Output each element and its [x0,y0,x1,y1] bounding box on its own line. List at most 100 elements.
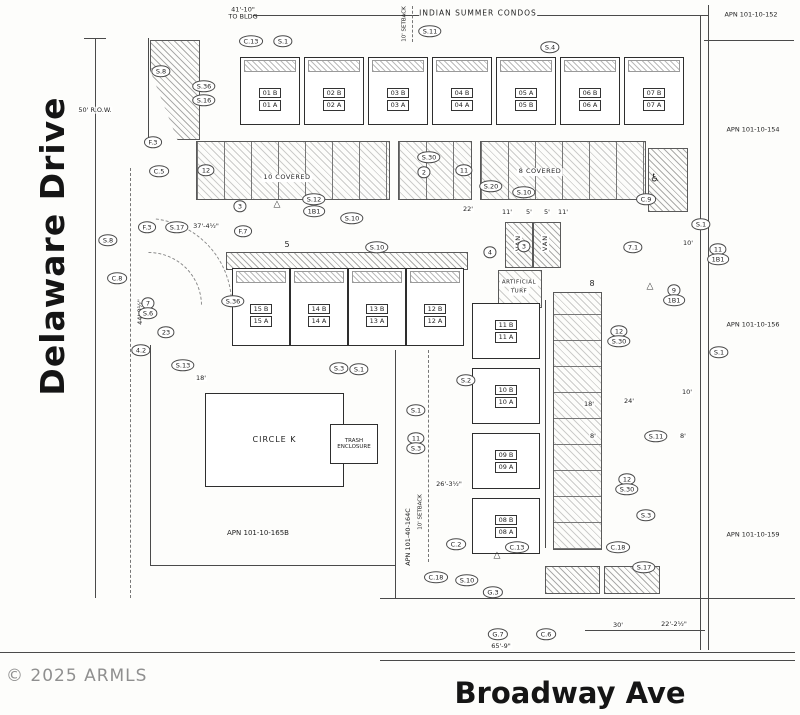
unit-patio [410,271,460,283]
unit-label: 13 B [365,303,389,314]
unit-label: 06 A [578,100,602,111]
property-line [708,5,709,650]
dimension-text: 8' [679,431,687,440]
keynote-callout: C.13 [239,35,263,47]
keynote-callout: S.10 [365,241,389,253]
keynote-callout: 12 [197,164,215,176]
unit-label: 04 B [450,87,474,98]
unit-label: 03 B [386,87,410,98]
dimension-text: 30' [611,620,625,629]
unit-patio [294,271,344,283]
unit-building-07: 07 B 07 A [624,57,684,125]
dimension-text: 50' R.O.W. [77,105,113,114]
keynote-callout: C.18 [606,541,630,553]
property-line [148,38,149,143]
dimension-text: 5' [543,207,551,216]
keynote-callout: S.2 [456,374,476,386]
sidewalk-line [380,598,795,599]
apn-label: APN 101-40-164C [403,508,412,566]
dimension-text: 11' [556,207,570,216]
street-line [84,38,106,39]
keynote-callout: S.10 [455,574,479,586]
keynote-callout: S.3 [329,362,349,374]
keynote-callout: C.6 [536,628,556,640]
dimension-text: 18' [194,373,208,382]
dimension-text: 10' [681,238,695,247]
unit-label: 01 B [258,87,282,98]
dimension-text: 18' [582,399,596,408]
unit-label: 14 A [307,316,331,327]
keynote-callout: 7.1 [623,241,643,253]
unit-label: 15 A [249,316,273,327]
unit-label: 08 B [494,514,518,525]
warning-triangle-icon: △ [493,550,501,561]
warning-triangle-icon: △ [646,281,654,292]
artificial-turf-label: ARTIFICIAL [499,279,539,287]
circle-k-label: CIRCLE K [252,435,297,445]
building-line [545,300,546,548]
unit-label: 05 B [514,100,538,111]
apn-label: APN 101-10-159 [726,530,780,539]
unit-patio [628,60,680,72]
dimension-text: 22'-2½" [660,619,688,628]
keynote-callout: S.16 [192,94,216,106]
keynote-callout: 11 [455,164,473,176]
street-name-broadway: Broadway Ave [454,676,686,710]
space-count: 8 [589,279,595,288]
unit-label: 07 B [642,87,666,98]
apn-label: APN 101-10-154 [726,125,780,134]
keynote-callout: 3 [517,240,531,252]
keynote-callout: S.36 [221,295,245,307]
setback-line [412,6,413,42]
keynote-callout: F.3 [138,221,156,233]
setback-label: 10' SETBACK [401,6,408,42]
dimension-text: 8' [589,431,597,440]
parcel-tick-line [704,40,794,41]
keynote-callout: F.3 [144,136,162,148]
keynote-callout: C.2 [446,538,466,550]
to-bldg-dimension: 41'-10"TO BLDG [228,5,258,21]
dimension-text: 37'-4½" [192,221,220,230]
unit-label: 11 A [494,332,518,343]
dimension-line [585,630,705,631]
property-line [150,565,395,566]
unit-label: 02 A [322,100,346,111]
covered-parking-stalls [196,141,390,200]
keynote-callout: S.30 [615,483,639,495]
keynote-callout: S.1 [406,404,426,416]
unit-label: 07 A [642,100,666,111]
dimension-text: 65'-9" [490,641,512,650]
apn-label: APN 101-10-156 [726,320,780,329]
keynote-callout: C.18 [424,571,448,583]
unit-patio [372,60,424,72]
dimension-text: 5' [525,207,533,216]
unit-patio [564,60,616,72]
keynote-callout: S.8 [151,65,171,77]
keynote-callout: F.7 [234,225,252,237]
unit-building-11: 11 B 11 A [472,303,540,359]
keynote-callout: S.1 [709,346,729,358]
unit-label: 10 A [494,397,518,408]
apn-label: APN 101-10-165B [227,528,289,537]
keynote-callout: S.11 [418,25,442,37]
keynote-callout: S.13 [171,359,195,371]
keynote-callout: S.17 [165,221,189,233]
unit-patio [500,60,552,72]
dimension-text: 22' [461,204,475,213]
unit-patio [352,271,402,283]
street-line [380,660,795,661]
trash-label: ENCLOSURE [337,444,371,450]
keynote-callout: 1B1 [663,294,685,306]
dimension-text: 10' [680,387,694,396]
unit-label: 12 A [423,316,447,327]
unit-label: 11 B [494,319,518,330]
